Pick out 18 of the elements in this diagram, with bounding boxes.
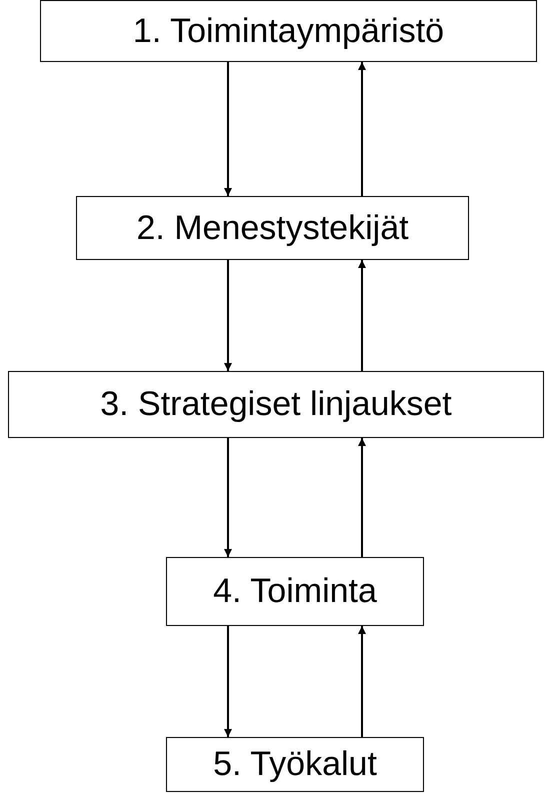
arrow [358, 626, 366, 737]
arrow [358, 62, 366, 196]
arrow [224, 438, 232, 557]
arrow [224, 62, 232, 196]
box-label: 2. Menestystekijät [136, 208, 409, 248]
arrow [224, 260, 232, 371]
box-label: 1. Toimintaympäristö [132, 12, 444, 50]
process-box [76, 196, 469, 260]
box-label: 5. Työkalut [213, 745, 377, 784]
process-box [40, 0, 537, 62]
arrow [358, 438, 366, 557]
arrow [224, 626, 232, 737]
process-box [8, 371, 544, 438]
box-label: 4. Toiminta [213, 572, 377, 611]
arrow [358, 260, 366, 371]
box-label: 3. Strategiset linjaukset [100, 385, 452, 424]
process-box [166, 737, 424, 792]
process-box [166, 557, 424, 626]
